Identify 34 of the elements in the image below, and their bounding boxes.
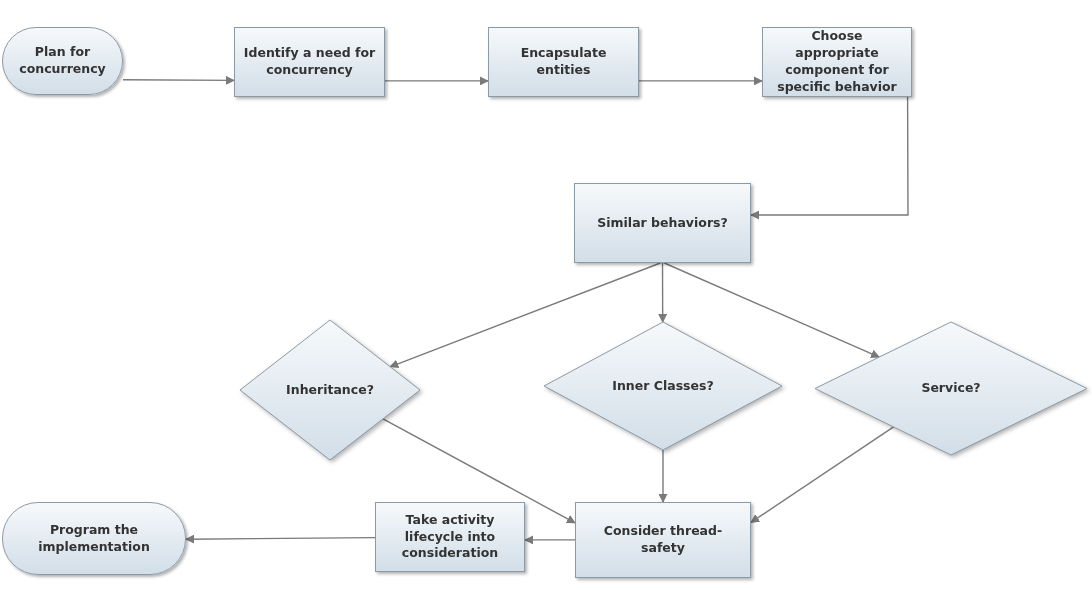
process-box: [375, 502, 525, 572]
node-label: Inheritance?: [285, 381, 375, 399]
arrow: [524, 535, 576, 545]
process-box: [234, 27, 385, 97]
arrow: [658, 262, 668, 323]
arrow: [658, 449, 668, 503]
decision-diamond: [240, 320, 420, 460]
arrow: [750, 96, 909, 220]
node-label: Take activity lifecycle into consideration: [400, 511, 500, 563]
process-box: [762, 27, 912, 97]
arrow: [384, 76, 489, 86]
process-box: [488, 27, 639, 97]
terminal-pill: [2, 27, 123, 95]
arrow: [389, 262, 662, 369]
decision-diamond: [544, 322, 782, 450]
node-label: Identify a need for concurrency: [242, 45, 377, 79]
node-label: Inner Classes?: [611, 377, 715, 395]
arrow: [750, 426, 895, 524]
arrow: [122, 75, 235, 85]
arrow: [382, 418, 576, 524]
node-label: Encapsulate entities: [519, 45, 608, 79]
node-label: Service?: [920, 380, 982, 397]
process-box: [574, 183, 751, 263]
node-label: Consider thread-safety: [602, 523, 724, 557]
process-box: [575, 502, 751, 578]
decision-diamond: [815, 322, 1087, 455]
terminal-pill: [2, 502, 186, 575]
arrow: [638, 76, 763, 86]
node-label: Plan for concurrency: [18, 44, 107, 78]
node-label: Similar behaviors?: [596, 214, 729, 232]
node-label: Choose appropriate component for specific behavior: [776, 28, 898, 96]
arrow: [185, 534, 376, 544]
arrow: [663, 262, 880, 358]
node-label: Program the implementation: [37, 521, 151, 556]
